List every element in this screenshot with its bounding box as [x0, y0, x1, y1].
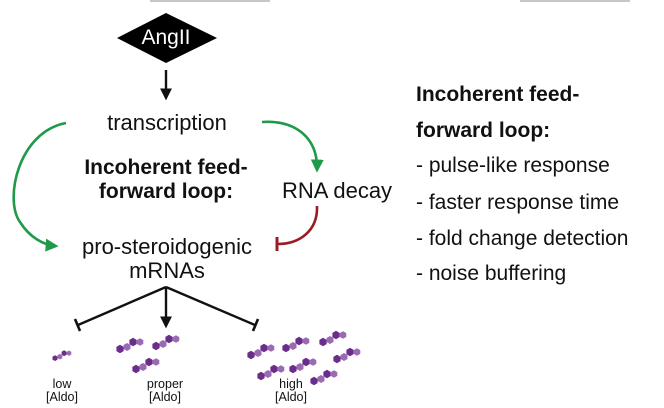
molecule-ring — [254, 349, 262, 357]
molecules-low-aldo — [52, 350, 72, 361]
molecule-ring — [260, 343, 268, 353]
center-loop-note-line2: forward loop: — [98, 180, 234, 203]
molecule-ring — [346, 347, 354, 357]
molecules-proper-aldo — [116, 334, 180, 374]
mrna-node-line1: pro-steroidogenic — [82, 234, 252, 259]
molecule-ring — [116, 344, 124, 354]
aldosterone-molecule-icon — [116, 337, 144, 354]
branch-high-line — [165, 285, 256, 327]
molecule-ring — [319, 337, 327, 347]
molecule-ring — [333, 354, 341, 364]
aldosterone-molecule-icon — [319, 330, 347, 347]
molecule-ring — [132, 364, 140, 374]
molecule-ring — [52, 355, 58, 361]
molecule-ring — [165, 334, 173, 344]
molecule-ring — [296, 363, 304, 371]
mrna-node-line2: mRNAs — [129, 258, 205, 283]
outcome-high-line2: [Aldo] — [275, 390, 307, 404]
molecule-ring — [330, 370, 338, 378]
molecule-ring — [66, 350, 72, 356]
molecule-ring — [340, 353, 348, 361]
property-item: - pulse-like response — [416, 154, 610, 177]
rna-decay-node: RNA decay — [282, 178, 393, 203]
aldosterone-molecule-icon — [333, 347, 361, 364]
center-loop-note-line1: Incoherent feed- — [84, 156, 248, 179]
properties-title-line2: forward loop: — [416, 119, 551, 142]
molecule-ring — [289, 364, 297, 374]
property-item: - noise buffering — [416, 262, 567, 285]
transcription-to-rna-decay-arrow — [261, 120, 324, 173]
molecule-ring — [353, 348, 361, 356]
branch-low-inhibition-bar — [73, 318, 82, 332]
molecule-ring — [289, 342, 297, 350]
molecule-ring — [277, 365, 285, 373]
molecule-ring — [270, 364, 278, 374]
transcription-node: transcription — [107, 110, 227, 135]
molecules-high-aldo — [247, 330, 361, 386]
outcome-proper-label: proper [Aldo] — [147, 378, 183, 404]
aldosterone-molecule-icon — [132, 357, 160, 374]
molecule-ring — [61, 350, 67, 357]
molecule-ring — [317, 375, 325, 383]
outcome-proper-line2: [Aldo] — [149, 390, 181, 404]
angii-label: AngII — [141, 26, 191, 49]
outcome-low-label: low [Aldo] — [46, 378, 78, 404]
molecule-ring — [123, 343, 131, 351]
molecule-ring — [257, 371, 265, 381]
center-loop-note: Incoherent feed- forward loop: — [84, 156, 247, 204]
molecule-ring — [152, 358, 160, 366]
molecule-ring — [152, 341, 160, 351]
molecule-ring — [145, 357, 153, 367]
angii-diamond-shape — [117, 13, 217, 63]
cropped-text-fragment-left — [150, 0, 270, 2]
property-item: - fold change detection — [416, 227, 629, 250]
cropped-text-fragment-right — [520, 0, 630, 2]
outcome-low-line2: [Aldo] — [46, 390, 78, 404]
properties-title-line1: Incoherent feed- — [416, 83, 580, 106]
molecule-ring — [326, 336, 334, 344]
molecule-ring — [339, 331, 347, 339]
molecule-ring — [264, 370, 272, 378]
molecule-ring — [129, 337, 137, 347]
molecule-ring — [310, 376, 318, 386]
property-item: - faster response time — [416, 191, 620, 214]
molecule-ring — [295, 336, 303, 346]
molecule-ring — [159, 340, 167, 348]
outcome-low-line1: low — [52, 377, 72, 391]
molecule-ring — [139, 363, 147, 371]
molecule-ring — [57, 353, 63, 360]
molecule-ring — [309, 358, 317, 366]
transcription-to-mrna-arrow — [12, 121, 67, 252]
aldosterone-molecule-icon — [52, 350, 72, 361]
outcome-high-label: high [Aldo] — [275, 378, 307, 404]
aldosterone-molecule-icon — [247, 343, 275, 360]
molecule-ring — [323, 369, 331, 379]
molecule-ring — [302, 357, 310, 367]
molecule-ring — [247, 350, 255, 360]
aldosterone-molecule-icon — [152, 334, 180, 351]
aldosterone-molecule-icon — [289, 357, 317, 374]
molecule-ring — [136, 338, 144, 346]
aldosterone-molecule-icon — [282, 336, 310, 353]
rna-decay-inhibits-mrna-line — [277, 205, 319, 246]
molecule-ring — [282, 343, 290, 353]
branch-high-inhibition-bar — [251, 318, 260, 332]
molecule-ring — [332, 330, 340, 340]
molecule-ring — [172, 335, 180, 343]
branch-low-line — [77, 285, 167, 327]
aldosterone-molecule-icon — [257, 364, 285, 381]
aldosterone-molecule-icon — [310, 369, 338, 386]
outcome-high-line1: high — [279, 377, 303, 391]
outcome-proper-line1: proper — [146, 377, 184, 391]
molecule-ring — [302, 337, 310, 345]
angii-node — [117, 13, 217, 63]
molecule-ring — [267, 344, 275, 352]
outcome-branches — [73, 285, 260, 332]
